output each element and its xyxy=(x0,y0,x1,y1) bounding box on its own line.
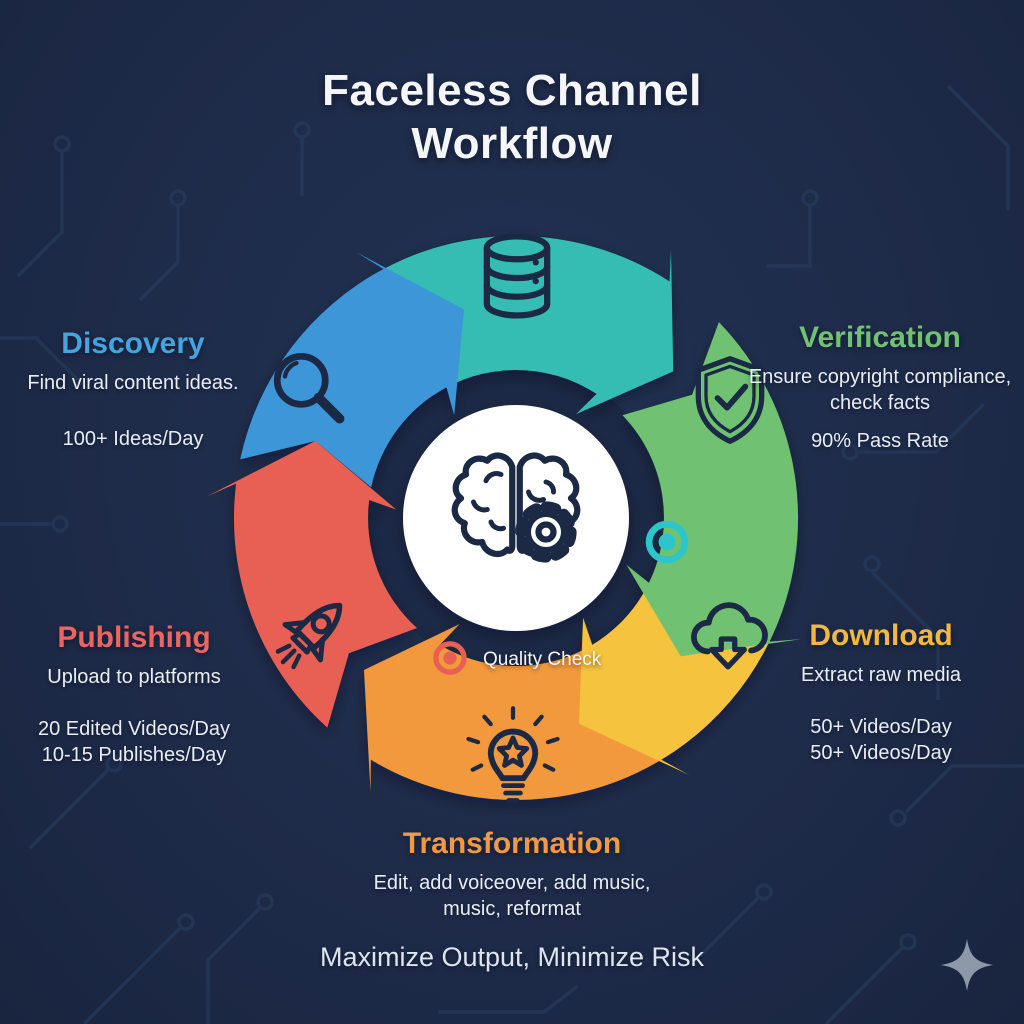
stage-publishing-metric-2: 10-15 Publishes/Day xyxy=(41,744,227,766)
stage-verification-title: Verification xyxy=(799,321,961,354)
stage-discovery-title: Discovery xyxy=(61,327,205,360)
stage-publishing-description: Upload to platforms xyxy=(47,666,221,688)
stage-verification-description-line2: check facts xyxy=(829,392,931,414)
stage-transformation-description-line2: music, reformat xyxy=(443,898,581,920)
stage-verification: Verification Ensure copyright compliance… xyxy=(736,320,1024,454)
stage-transformation-description-line1: Edit, add voiceover, add music, xyxy=(373,872,651,894)
stage-discovery-description: Find viral content ideas. xyxy=(27,372,239,394)
stage-download-title: Download xyxy=(809,619,953,652)
stage-download-description: Extract raw media xyxy=(800,664,962,686)
stage-verification-description-line1: Ensure copyright compliance, xyxy=(748,366,1012,388)
tagline: Maximize Output, Minimize Risk xyxy=(319,942,705,972)
stage-verification-metrics: 90% Pass Rate xyxy=(736,428,1024,454)
verification-arrow xyxy=(622,322,802,657)
sparkle-icon xyxy=(940,938,994,992)
page-title-line2: Workflow xyxy=(411,119,613,168)
stage-download-metrics: 50+ Videos/Day 50+ Videos/Day xyxy=(748,714,1014,766)
stage-download-metric-2: 50+ Videos/Day xyxy=(810,742,952,764)
page-title-line1: Faceless Channel xyxy=(322,66,702,115)
stage-discovery-metrics: 100+ Ideas/Day xyxy=(0,426,266,452)
stage-download-metric-1: 50+ Videos/Day xyxy=(810,716,952,738)
stage-publishing-metrics: 20 Edited Videos/Day 10-15 Publishes/Day xyxy=(0,716,268,768)
center-circle xyxy=(403,405,629,631)
stage-publishing-title: Publishing xyxy=(57,621,211,654)
stage-transformation-title: Transformation xyxy=(402,827,622,860)
discovery-arrow xyxy=(240,252,464,488)
stage-discovery-metric: 100+ Ideas/Day xyxy=(62,428,204,450)
stage-transformation: Transformation Edit, add voiceover, add … xyxy=(252,826,772,922)
publishing-arrow xyxy=(206,441,417,728)
stage-discovery: Discovery Find viral content ideas. 100+… xyxy=(0,326,266,452)
stage-download: Download Extract raw media 50+ Videos/Da… xyxy=(748,618,1014,766)
quality-check-label: Quality Check xyxy=(483,649,602,670)
stage-publishing: Publishing Upload to platforms 20 Edited… xyxy=(0,620,268,768)
stage-verification-metric: 90% Pass Rate xyxy=(811,430,949,452)
page-title: Faceless Channel Workflow xyxy=(212,64,812,170)
background-circuit-pattern xyxy=(0,84,1024,1024)
workflow-arrows xyxy=(206,235,802,800)
stage-publishing-metric-1: 20 Edited Videos/Day xyxy=(38,718,230,740)
